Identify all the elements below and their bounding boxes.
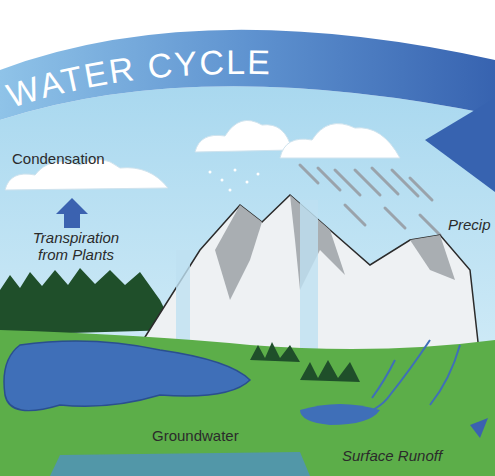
diagram-label: Precip (448, 216, 495, 233)
snow-dots (209, 169, 260, 192)
transpiration-arrow (56, 198, 88, 228)
sky (0, 86, 495, 476)
diagram-title: WATER CYCLE (2, 43, 272, 115)
mountains (140, 195, 480, 360)
runoff-pool (300, 404, 380, 425)
cycle-arrowhead (425, 98, 495, 192)
diagram-label: Groundwater (152, 427, 282, 444)
ground (0, 330, 495, 476)
trees (250, 342, 360, 382)
diagram-label: Surface Runoff (342, 447, 482, 464)
lake (4, 341, 250, 411)
precipitation-columns (176, 200, 318, 350)
title-text-path: WATER CYCLE (2, 43, 272, 115)
clouds (5, 120, 400, 190)
diagram-label: Transpiration from Plants (22, 229, 130, 263)
runoff-arrow (470, 418, 488, 438)
cycle-arc-band (0, 30, 495, 120)
forest (0, 268, 175, 335)
groundwater-layer (50, 452, 310, 476)
diagram-label: Condensation (12, 150, 152, 167)
